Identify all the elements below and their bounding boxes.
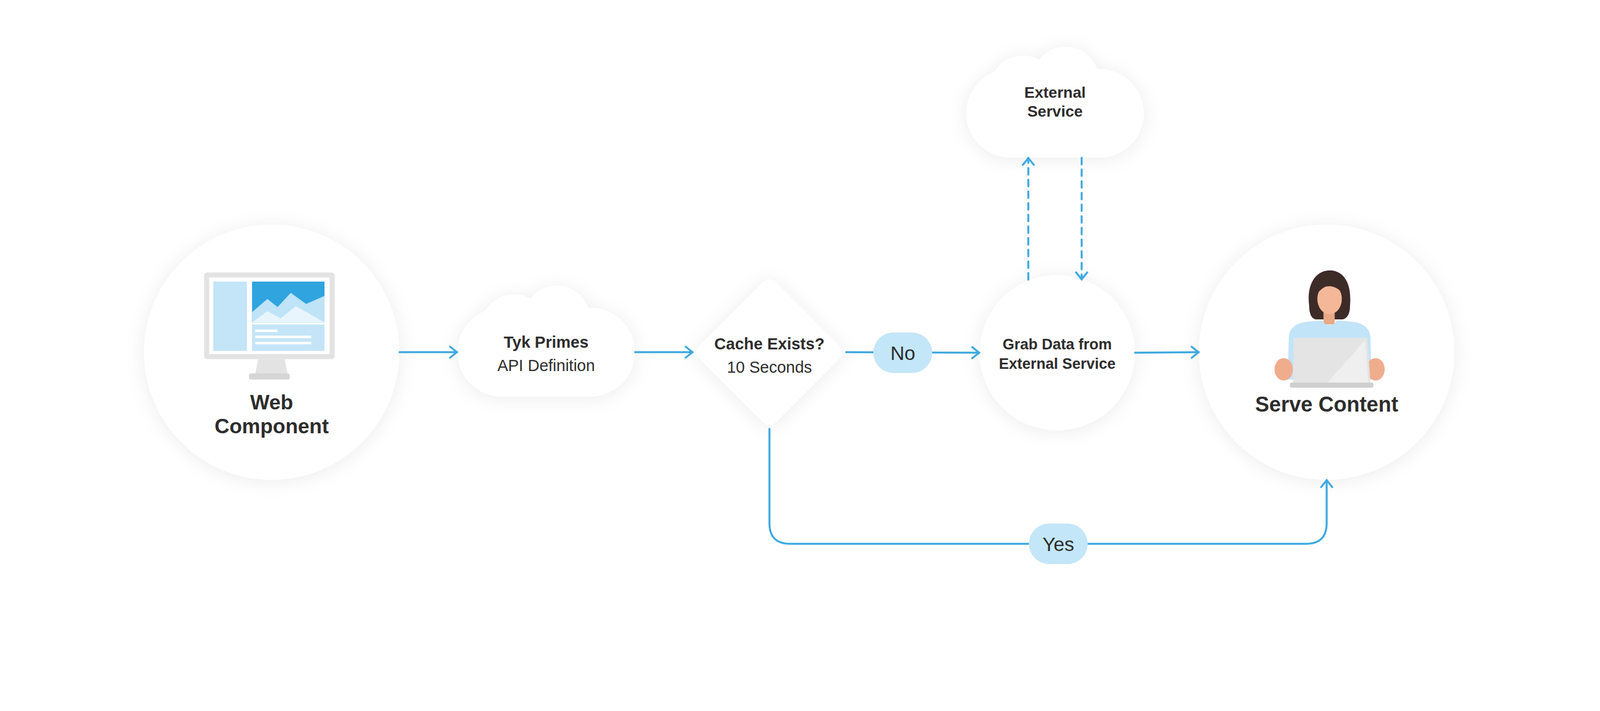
monitor-frame [203,272,335,359]
laptop-base [1290,382,1374,388]
cloud-shape [457,285,635,397]
cloud-outline [966,46,1144,158]
person-neck [1323,310,1335,325]
node-title: Tyk Primes [465,330,627,354]
monitor-base [248,373,290,380]
node-title: Serve Content [1221,392,1433,418]
node-text: External Service [999,83,1111,121]
laptop-shine [1326,340,1369,384]
monitor-screen [209,277,330,355]
screen-line [255,335,312,339]
circle-outline [1198,224,1455,480]
person-shirt [1287,320,1372,380]
person-hair [1308,270,1351,320]
monitor-stand [255,359,288,375]
circle-shape [143,224,400,480]
diamond-node: Cache Exists?10 Seconds [692,275,847,429]
circle-shape [1198,224,1455,480]
node-title: Grab Data from External Service [985,335,1130,374]
dashed-connector [1027,157,1030,280]
circle-shape [979,275,1135,431]
image-mountains [252,306,325,323]
circle-node: Grab Data from External Service [979,275,1135,431]
laptop-lid [1292,337,1371,384]
circle-node: Serve Content [1198,224,1455,480]
node-title: Web Component [207,390,336,439]
cloud-node: External Service [966,46,1144,158]
node-title: Cache Exists? [700,331,839,355]
circle-outline [979,275,1135,431]
image-mountains [252,292,325,323]
edge-label: Yes [1028,523,1088,565]
screen-image [252,281,325,323]
dashed-connector [1080,157,1083,280]
diamond-shape [692,275,847,429]
flow-arrow [635,351,693,354]
person-hand [1274,358,1293,381]
node-text: Web Component [207,390,336,439]
cloud-node: Tyk PrimesAPI Definition [457,285,635,397]
person-face [1317,283,1342,315]
screen-sidebar [213,281,248,352]
node-subtitle: 10 Seconds [700,355,839,379]
person-fringe [1315,277,1345,296]
screen-line [255,329,278,333]
flow-arrow [1135,352,1199,353]
person-hand [1366,358,1385,381]
node-subtitle: API Definition [465,353,627,378]
flow-arrow [399,351,458,354]
circle-node: Web Component [143,224,400,480]
node-text: Serve Content [1221,392,1433,418]
screen-panel [252,324,325,352]
node-title: External Service [999,83,1111,121]
node-text: Grab Data from External Service [985,335,1130,374]
edge-label: No [873,332,933,374]
screen-line [255,341,312,345]
cloud-shape [966,46,1144,158]
node-text: Tyk PrimesAPI Definition [465,330,627,378]
circle-outline [143,224,400,480]
node-text: Cache Exists?10 Seconds [700,331,839,379]
